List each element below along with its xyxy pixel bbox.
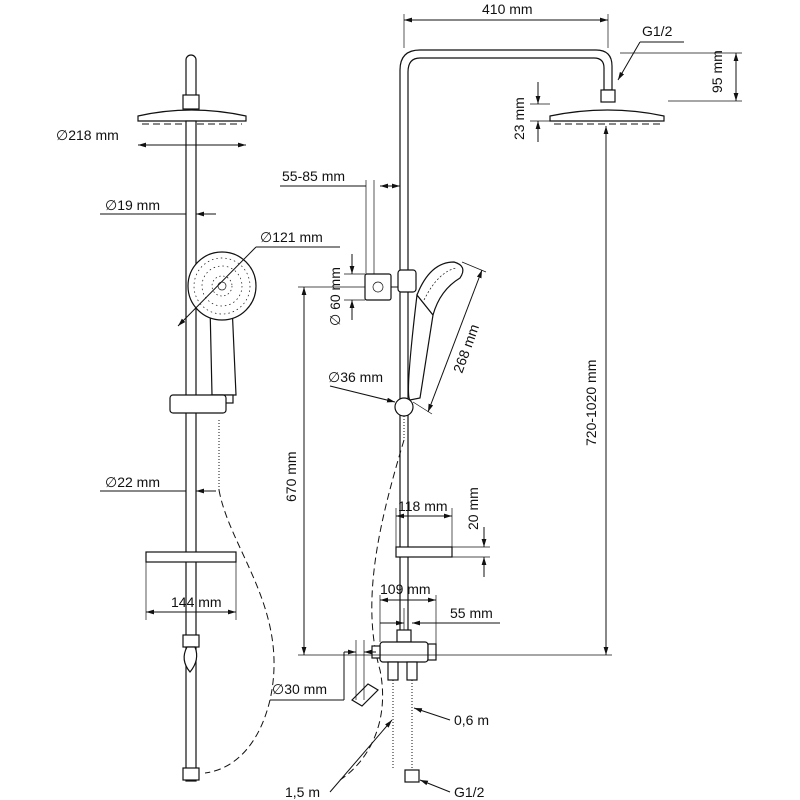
side-hose-dashed bbox=[339, 439, 405, 781]
side-hand-shower-length-label: 268 mm bbox=[450, 322, 482, 375]
side-overhead-shower bbox=[549, 109, 665, 122]
side-overhead-thickness-label: 23 mm bbox=[511, 97, 527, 140]
front-rail-diameter-label: ∅22 mm bbox=[105, 474, 160, 490]
front-pipe-diameter-label: ∅19 mm bbox=[105, 197, 160, 213]
side-hose-short-label: 0,6 m bbox=[454, 712, 489, 728]
front-hose-dashed bbox=[204, 489, 275, 774]
side-pipe bbox=[399, 49, 613, 661]
front-bottom-fitting bbox=[182, 767, 200, 781]
side-shelf-depth-label: 118 mm bbox=[398, 498, 448, 514]
side-top-connection-label: G1/2 bbox=[642, 23, 673, 39]
side-arm-reach-label: 410 mm bbox=[482, 1, 533, 17]
side-bracket-diameter-label: ∅ 60 mm bbox=[327, 267, 343, 326]
side-outlet-diameter-label: ∅30 mm bbox=[272, 681, 327, 697]
side-view: 410 mm G1/2 95 mm 23 mm 55-85 mm ∅ 60 mm… bbox=[270, 1, 742, 800]
side-slider-diameter-label: ∅36 mm bbox=[328, 369, 383, 385]
side-total-height-label: 720-1020 mm bbox=[583, 360, 599, 446]
side-mixer-offset-label: 55 mm bbox=[450, 605, 493, 621]
front-shelf bbox=[145, 551, 237, 563]
side-holder bbox=[397, 269, 417, 293]
side-shelf-thickness-label: 20 mm bbox=[465, 487, 481, 530]
side-inlet-connection-label: G1/2 bbox=[454, 784, 485, 800]
side-slider bbox=[394, 397, 414, 417]
front-overhead-diameter-label: ∅218 mm bbox=[56, 127, 119, 143]
front-rail bbox=[185, 120, 197, 782]
side-hand-shower bbox=[407, 261, 464, 401]
front-slider bbox=[169, 394, 227, 414]
front-hand-shower-diameter-label: ∅121 mm bbox=[260, 229, 323, 245]
side-hose-long-label: 1,5 m bbox=[285, 784, 320, 800]
front-overhead-shower bbox=[137, 109, 247, 122]
side-holder-height-label: 670 mm bbox=[283, 451, 299, 502]
side-mixer-width-label: 109 mm bbox=[380, 581, 431, 597]
side-overhead-drop-label: 95 mm bbox=[709, 50, 725, 93]
front-hand-shower bbox=[187, 251, 257, 404]
side-wall-bracket bbox=[364, 273, 400, 301]
side-shelf bbox=[395, 546, 453, 558]
side-arm-nut bbox=[600, 89, 616, 103]
front-bottom-connector bbox=[182, 634, 200, 648]
front-pipe-nut bbox=[182, 94, 200, 110]
side-holder-offset-label: 55-85 mm bbox=[282, 168, 345, 184]
side-mixer bbox=[351, 629, 437, 707]
front-shelf-width-label: 144 mm bbox=[171, 594, 222, 610]
front-view: ∅218 mm ∅19 mm ∅121 mm ∅22 mm 144 mm bbox=[56, 54, 340, 782]
side-inlet-fitting bbox=[404, 769, 420, 783]
